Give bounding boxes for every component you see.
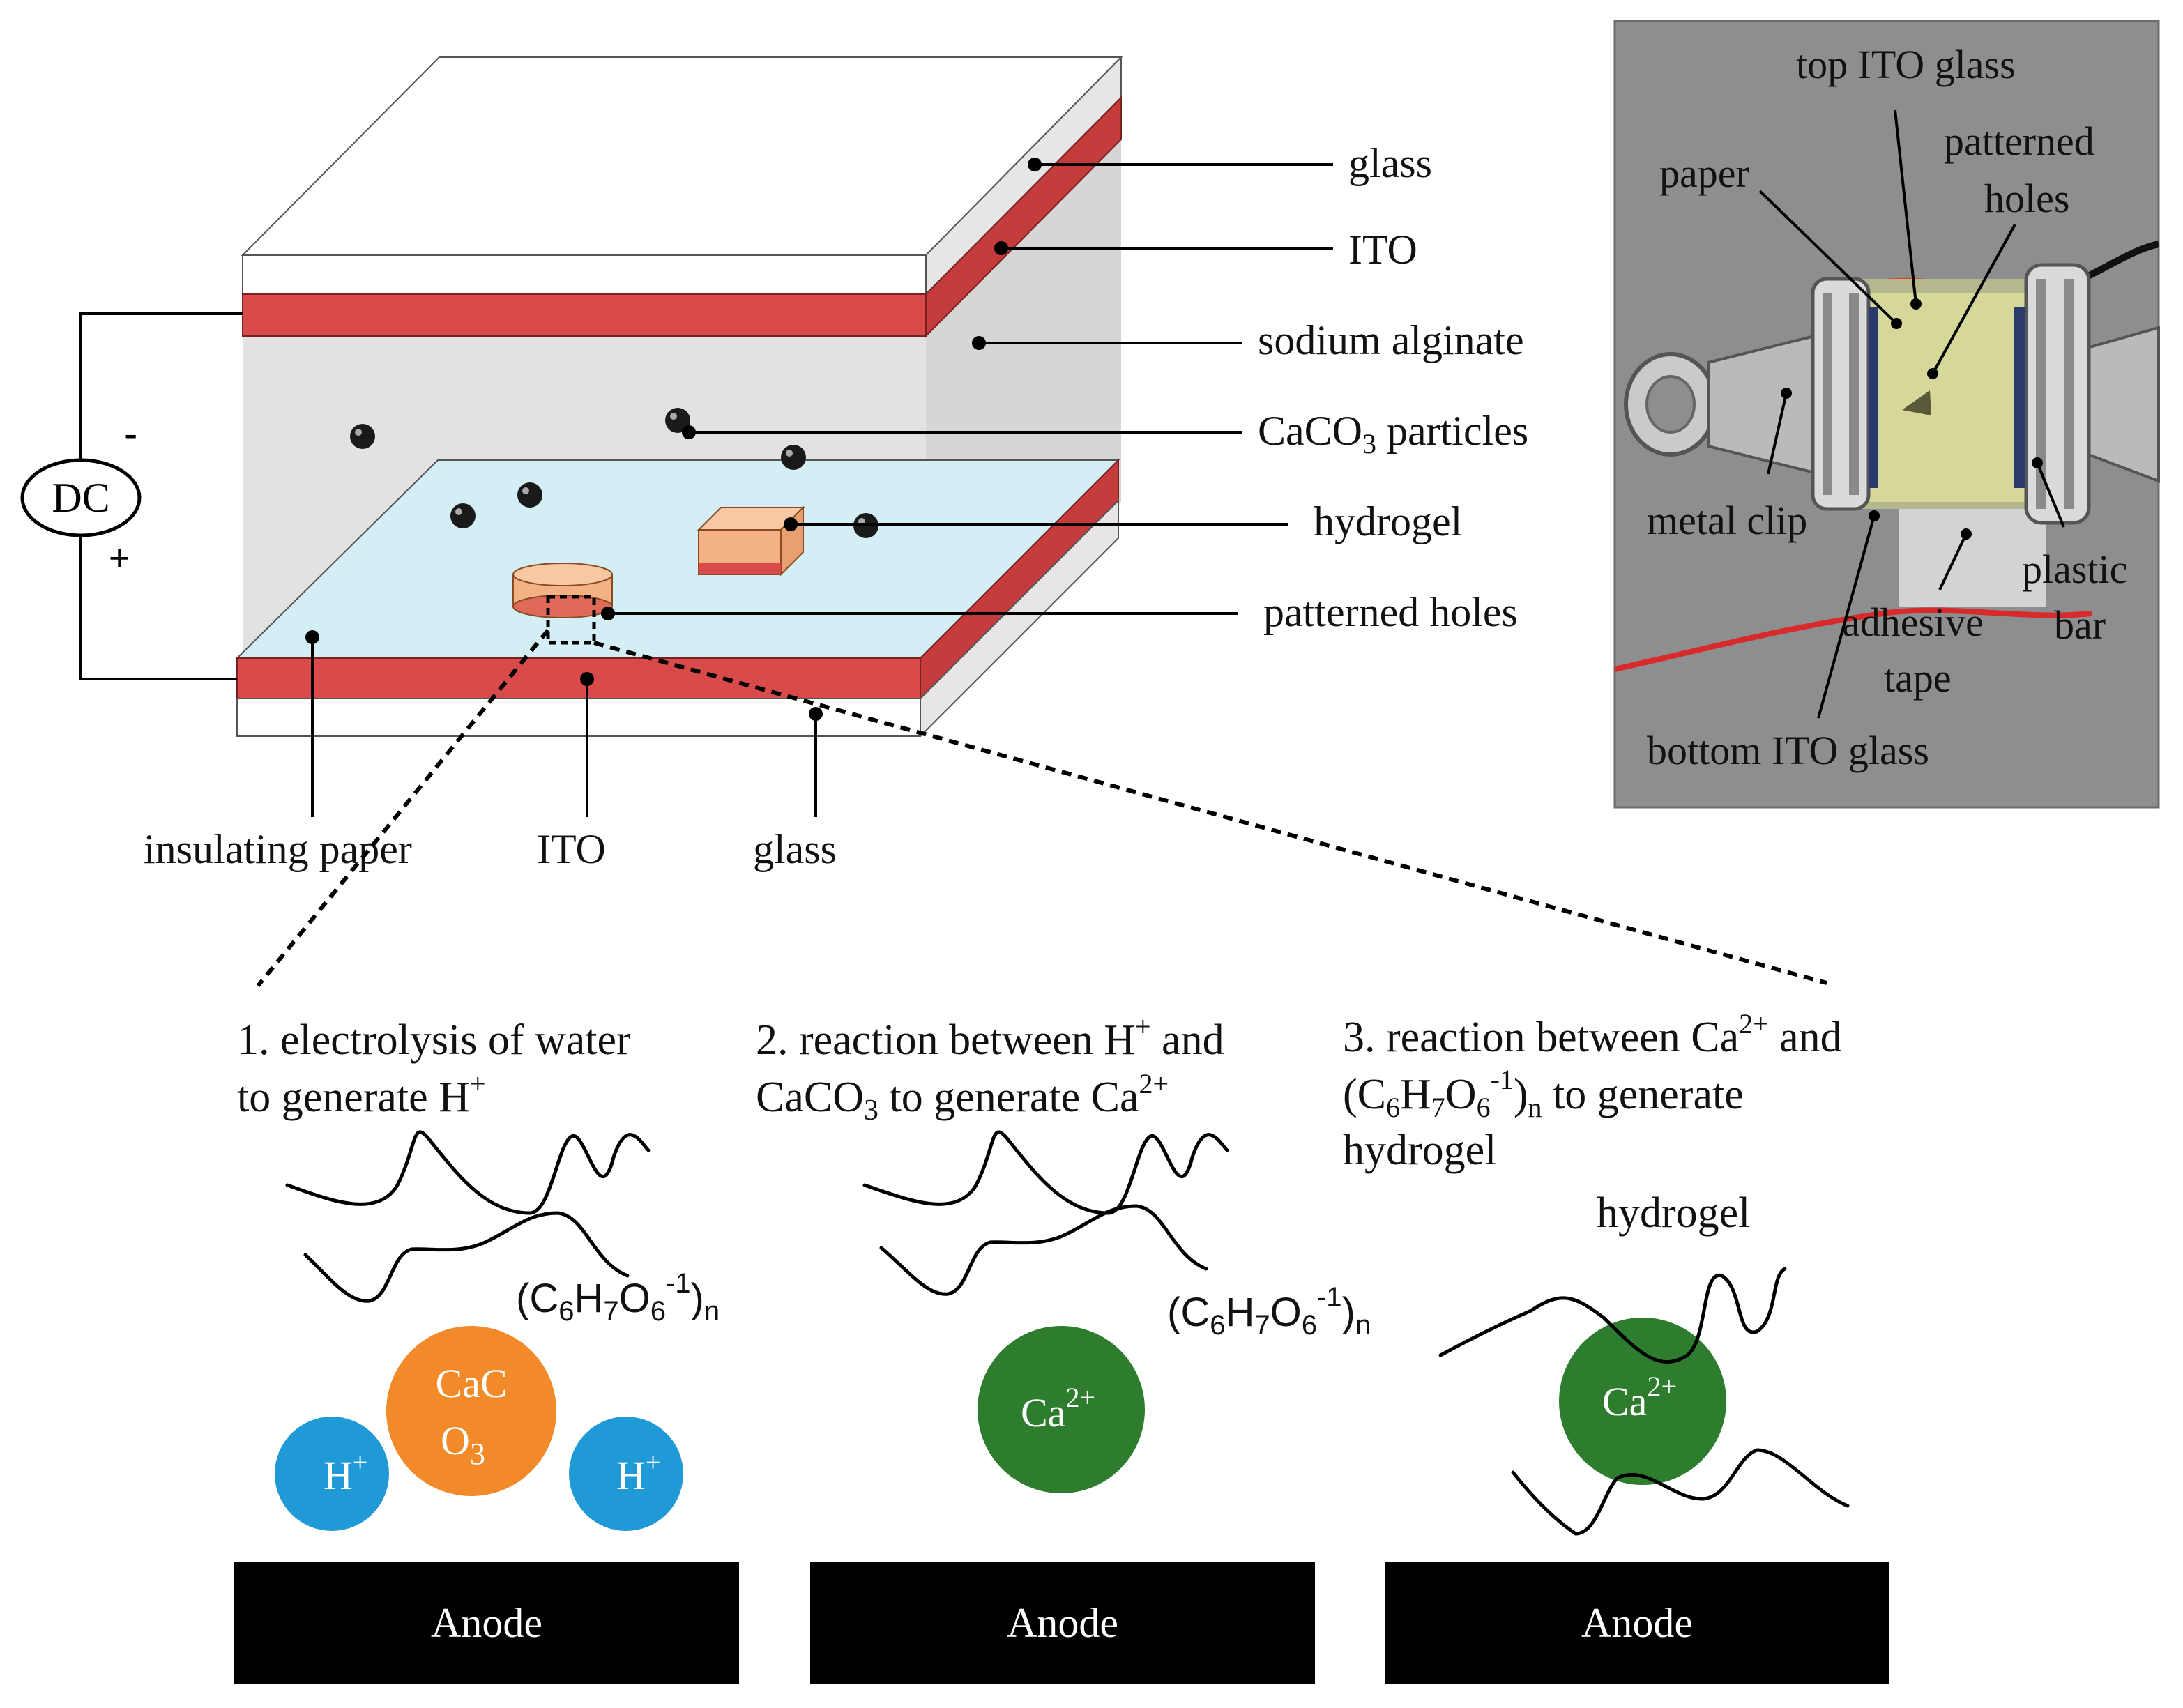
bottom-ito-front — [236, 657, 921, 699]
alginate-chain-2a — [862, 1130, 1229, 1215]
photo-label-plastic: plastic — [2022, 547, 2127, 592]
photo-label-patterned: patterned — [1944, 119, 2094, 164]
anode-bar-2 — [810, 1562, 1315, 1684]
label-glass-top: glass — [1348, 140, 1432, 186]
dc-source — [20, 458, 142, 537]
plus-sign: + — [109, 538, 130, 579]
particle — [450, 503, 476, 528]
step-3-panel: 3. reaction between Ca2+ and (C6H7O6-1)n… — [1343, 1008, 1889, 1684]
photo-label-metal-clip: metal clip — [1647, 498, 1807, 543]
minus-sign: - — [124, 411, 137, 457]
top-ito-front — [242, 293, 927, 337]
photo-label-tape: tape — [1884, 655, 1952, 701]
anode-label-3: Anode — [1581, 1600, 1693, 1646]
hydrogel-block — [697, 505, 805, 577]
label-caco3-particles: CaCO3 particles — [1258, 408, 1528, 459]
patterned-hole-triangle — [1902, 390, 1931, 415]
hydrogel-chain-a — [1438, 1267, 1787, 1364]
step-3-line-1: 3. reaction between Ca2+ and — [1343, 1008, 1842, 1061]
label-ito-bottom: ITO — [537, 826, 606, 872]
label-patterned-holes: patterned holes — [1263, 589, 1518, 635]
caco3-ion — [386, 1326, 556, 1496]
alginate-chain-2b — [879, 1204, 1208, 1296]
ca-ion-2 — [978, 1326, 1145, 1493]
step-3-line-3: hydrogel — [1343, 1127, 1496, 1174]
adhesive-tape — [1899, 502, 2046, 607]
metal-clip-right — [2024, 263, 2160, 525]
step-2-panel: 2. reaction between H+ and CaCO3 to gene… — [756, 1011, 1371, 1684]
anode-bar-1 — [234, 1562, 739, 1684]
alginate-formula-1: (C6H7O6-1)n — [516, 1268, 720, 1327]
anode-bar-3 — [1385, 1562, 1889, 1684]
device-schematic: DC - + glass ITO sodium alginate CaCO3 p… — [20, 55, 1528, 872]
zoom-line-right — [593, 641, 1827, 985]
label-glass-bottom: glass — [753, 826, 837, 872]
metal-clip — [1624, 277, 1871, 511]
particle — [350, 424, 375, 449]
device-photo: top ITO glass paper patterned holes meta… — [1613, 20, 2160, 809]
alginate-chain-1b — [303, 1211, 630, 1303]
photo-label-top-ito-glass: top ITO glass — [1796, 42, 2016, 87]
photo-label-holes: holes — [1984, 176, 2069, 221]
hydrogel-label: hydrogel — [1597, 1189, 1750, 1237]
label-sodium-alginate: sodium alginate — [1258, 317, 1524, 363]
label-hydrogel: hydrogel — [1314, 498, 1462, 544]
h-ion-right-label: H+ — [616, 1448, 660, 1498]
red-wire — [1614, 607, 2092, 672]
ca-ion-2-label: Ca2+ — [1021, 1382, 1095, 1435]
step-3-line-2: (C6H7O6-1)n to generate — [1343, 1064, 1744, 1123]
patterned-hole-cylinder — [512, 563, 613, 645]
caco3-ion-line-1: CaC — [435, 1361, 507, 1406]
anode-label-1: Anode — [431, 1600, 542, 1646]
dc-circuit: DC - + — [20, 312, 243, 680]
photo-label-adhesive: adhesive — [1842, 600, 1984, 645]
particle — [781, 445, 806, 470]
photo-label-bar: bar — [2054, 602, 2106, 648]
paper-sheet — [1866, 293, 2033, 502]
photo-leaders — [1758, 109, 2065, 719]
h-ion-right — [569, 1417, 683, 1531]
step-1-line-1: 1. electrolysis of water — [237, 1016, 631, 1064]
anode-label-2: Anode — [1007, 1600, 1118, 1646]
top-glass-front — [242, 254, 927, 295]
photo-label-bottom-ito-glass: bottom ITO glass — [1647, 728, 1929, 773]
label-ito-top: ITO — [1348, 227, 1417, 273]
step-1-line-2: to generate H+ — [237, 1068, 486, 1121]
caco3-ion-line-2: O3 — [441, 1418, 485, 1471]
alginate-formula-2: (C6H7O6-1)n — [1167, 1282, 1371, 1341]
bottom-glass-side — [920, 498, 1119, 738]
alginate-chain-1a — [285, 1130, 651, 1215]
ca-ion-3-label: Ca2+ — [1602, 1371, 1677, 1424]
dc-label: DC — [52, 475, 109, 521]
h-ion-left — [275, 1417, 389, 1531]
schematic-leaders — [305, 158, 1333, 817]
particle — [517, 482, 542, 508]
step-2-line-2: CaCO3 to generate Ca2+ — [756, 1068, 1169, 1127]
label-insulating-paper: insulating paper — [144, 826, 412, 872]
photo-label-paper: paper — [1659, 151, 1749, 196]
h-ion-left-label: H+ — [324, 1448, 367, 1498]
hydrogel-chain-b — [1511, 1448, 1850, 1536]
ca-ion-3 — [1559, 1318, 1726, 1485]
step-2-line-1: 2. reaction between H+ and — [756, 1011, 1224, 1064]
step-1-panel: 1. electrolysis of water to generate H+ … — [234, 1016, 739, 1684]
zoom-line-left — [256, 629, 550, 987]
plastic-bar — [2014, 307, 2025, 488]
